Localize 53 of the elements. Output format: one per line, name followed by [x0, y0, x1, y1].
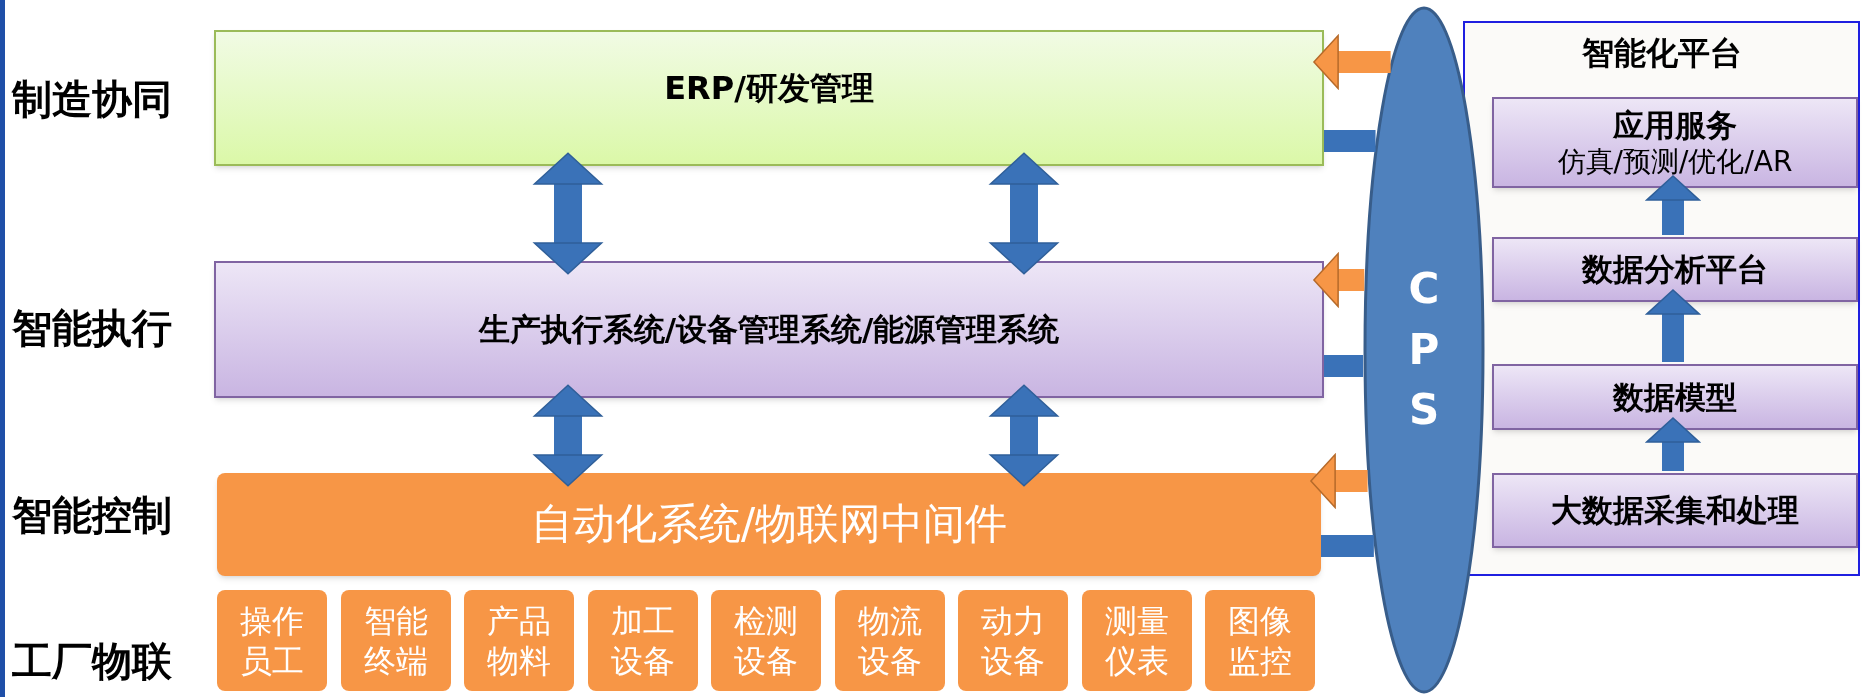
layer-box [217, 473, 1321, 576]
double-arrow [533, 384, 603, 487]
box-title: ERP/研发管理 [664, 68, 874, 108]
device-box [834, 590, 945, 691]
layer-box [214, 261, 1324, 398]
device-box [587, 590, 698, 691]
device-label: 操作员工 [239, 600, 305, 681]
device-label: 智能终端 [362, 600, 429, 681]
device-label: 物流设备 [856, 600, 923, 681]
ellipse-label: CPS [1407, 262, 1441, 437]
device-box [464, 590, 574, 691]
connector-bar [1321, 535, 1374, 557]
layer-box [214, 30, 1324, 166]
connector-bar [1324, 130, 1376, 152]
arrow [1645, 289, 1701, 362]
device-box [1081, 590, 1192, 691]
connector-bar [1324, 355, 1364, 377]
platform-box [1492, 364, 1858, 430]
arrow [1313, 34, 1391, 90]
device-box [1205, 590, 1315, 691]
device-label: 加工设备 [609, 600, 676, 681]
arrow [1310, 453, 1368, 509]
platform-box [1492, 473, 1858, 548]
box-title: 自动化系统/物联网中间件 [530, 498, 1008, 551]
arrow [1645, 175, 1701, 235]
box-title: 数据模型 [1613, 377, 1737, 417]
arrow [1313, 252, 1365, 308]
double-arrow [533, 152, 603, 275]
layer-label: 工厂物联 [12, 641, 172, 681]
box-title: 生产执行系统/设备管理系统/能源管理系统 [478, 310, 1060, 349]
double-arrow [989, 384, 1059, 487]
platform-box [1492, 97, 1858, 188]
layer-label: 制造协同 [12, 79, 172, 119]
device-box [217, 590, 327, 691]
layer-label: 智能控制 [12, 495, 172, 535]
device-label: 测量仪表 [1103, 600, 1170, 681]
layer-label: 智能执行 [12, 308, 172, 348]
box-title: 大数据采集和处理 [1551, 491, 1799, 530]
box-title: 数据分析平台 [1582, 250, 1768, 289]
device-box [340, 590, 451, 691]
platform-panel [1463, 21, 1860, 576]
box-title: 应用服务 [1613, 105, 1737, 145]
double-arrow [989, 152, 1059, 275]
device-label: 图像监控 [1227, 600, 1293, 681]
device-label: 检测设备 [733, 600, 799, 681]
device-box [711, 590, 821, 691]
panel-title: 智能化平台 [1581, 33, 1742, 74]
device-label: 动力设备 [980, 600, 1046, 681]
platform-box [1492, 237, 1858, 302]
arrow [1645, 417, 1701, 471]
device-label: 产品物料 [486, 600, 552, 681]
device-box [958, 590, 1068, 691]
box-subtitle: 仿真/预测/优化/AR [1557, 144, 1793, 180]
